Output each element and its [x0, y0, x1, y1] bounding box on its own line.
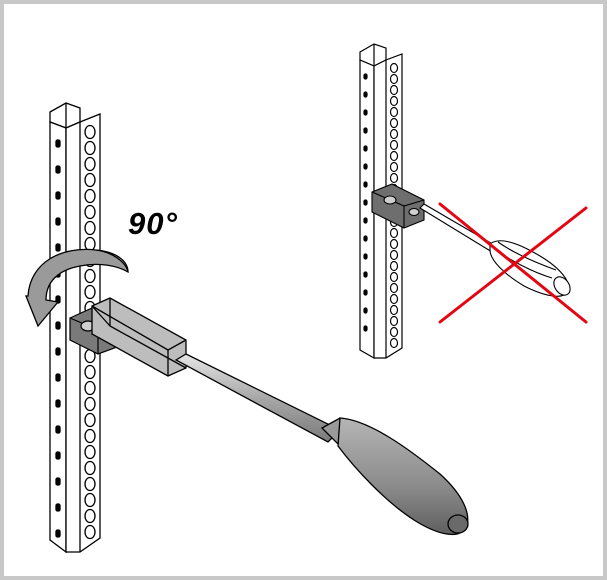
rail-hole — [389, 315, 399, 327]
rail-slot — [55, 347, 61, 356]
rail-hole — [389, 95, 399, 107]
rail-slot — [363, 307, 368, 314]
rail-hole — [84, 412, 96, 428]
rail-hole — [389, 227, 399, 239]
rail-hole — [389, 128, 399, 140]
rail-hole — [84, 428, 96, 444]
rail-hole — [84, 508, 96, 524]
rail-slot — [55, 139, 61, 148]
rail-slot — [363, 91, 368, 98]
rail-hole — [389, 106, 399, 118]
rail-hole — [389, 282, 399, 294]
rail-hole — [84, 396, 96, 412]
rail-hole — [84, 220, 96, 236]
rail-hole — [389, 260, 399, 272]
rail-hole — [84, 172, 96, 188]
rail-hole — [389, 293, 399, 305]
rail-slot — [363, 289, 368, 296]
rail-slot — [363, 271, 368, 278]
rail-slot — [55, 425, 61, 434]
cage-nut-clip-right — [371, 183, 425, 229]
rail-hole — [389, 150, 399, 162]
rail-slot — [363, 145, 368, 152]
rail-slot — [55, 503, 61, 512]
rail-hole — [84, 444, 96, 460]
rail-hole — [84, 140, 96, 156]
rail-slot — [55, 451, 61, 460]
rail-hole — [84, 204, 96, 220]
rail-slot — [363, 253, 368, 260]
rail-hole — [84, 284, 96, 300]
rail-hole — [84, 524, 96, 540]
screwdriver-wrong-icon — [419, 203, 571, 297]
rail-hole — [389, 62, 399, 74]
rail-slot — [363, 325, 368, 332]
rail-slot — [55, 243, 61, 252]
rail-hole — [389, 172, 399, 184]
rail-hole — [389, 139, 399, 151]
rail-slot — [55, 217, 61, 226]
rail-hole — [389, 304, 399, 316]
rail-hole — [84, 364, 96, 380]
rail-slot — [363, 127, 368, 134]
rail-hole — [389, 117, 399, 129]
rail-slot — [55, 165, 61, 174]
rail-slot — [55, 529, 61, 538]
rail-slot — [55, 399, 61, 408]
rail-hole — [84, 188, 96, 204]
rail-slot — [363, 109, 368, 116]
rail-hole — [389, 238, 399, 250]
rail-hole — [389, 271, 399, 283]
rail-slot — [363, 199, 368, 206]
rail-hole — [84, 236, 96, 252]
rotation-angle-label: 90° — [128, 206, 178, 241]
prohibited-cross-icon — [438, 202, 588, 324]
rail-slot — [363, 235, 368, 242]
rail-hole — [84, 460, 96, 476]
rail-hole — [389, 337, 399, 349]
rail-slot — [55, 191, 61, 200]
rail-hole — [389, 84, 399, 96]
rail-hole — [84, 156, 96, 172]
rail-slot — [363, 181, 368, 188]
rail-hole — [389, 249, 399, 261]
rail-slot — [363, 73, 368, 80]
rail-hole — [389, 73, 399, 85]
rail-slot — [363, 217, 368, 224]
rail-slot — [55, 321, 61, 330]
rail-hole — [389, 161, 399, 173]
rail-hole — [389, 326, 399, 338]
rail-hole — [84, 268, 96, 284]
rail-slot — [363, 163, 368, 170]
rail-slot — [55, 477, 61, 486]
rotate-arrow-icon — [25, 248, 129, 328]
rail-slot — [55, 373, 61, 382]
rail-hole — [84, 476, 96, 492]
rail-hole — [84, 124, 96, 140]
screwdriver-icon — [91, 297, 469, 536]
rail-hole — [84, 492, 96, 508]
rail-hole — [84, 380, 96, 396]
